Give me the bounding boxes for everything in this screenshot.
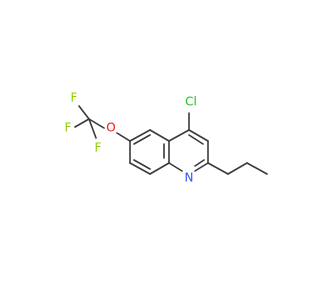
bond <box>168 162 183 172</box>
oxygen-atom-label: O <box>106 121 115 135</box>
bond <box>116 132 131 142</box>
bond <box>129 162 151 175</box>
bond <box>168 129 190 142</box>
bond <box>149 129 170 142</box>
double-bond-inner <box>133 134 151 145</box>
bonds <box>74 105 268 175</box>
fluorine-atom-label: F <box>95 141 102 155</box>
nitrogen-atom-label: N <box>185 171 194 185</box>
double-bond-inner <box>194 159 205 167</box>
molecule-diagram: Cl O N F F F <box>65 91 268 185</box>
bond <box>188 129 209 142</box>
bond <box>227 162 248 175</box>
bond <box>78 105 90 120</box>
double-bond-inner <box>133 159 151 170</box>
fluorine-atom-label: F <box>71 91 78 105</box>
bond <box>207 162 229 175</box>
bond <box>74 118 90 128</box>
bond <box>149 162 170 175</box>
fluorine-atom-label: F <box>65 121 72 135</box>
atom-labels: Cl O N F F F <box>65 91 197 185</box>
bond <box>88 118 97 139</box>
bond <box>129 129 151 142</box>
bond <box>246 162 268 175</box>
bond <box>88 118 105 129</box>
double-bond-inner <box>188 134 204 145</box>
chlorine-atom-label: Cl <box>185 95 197 109</box>
bond <box>194 162 209 172</box>
